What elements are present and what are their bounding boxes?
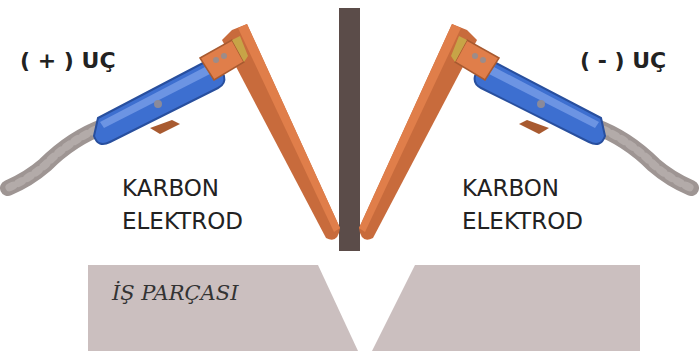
electrode-label: KARBON ELEKTROD: [462, 172, 632, 238]
polarity-label: ( + ) UÇ: [20, 48, 180, 74]
polarity-label: ( - ) UÇ: [580, 48, 695, 74]
workpiece-label: İŞ PARÇASI: [112, 281, 238, 305]
workpiece-shape: [88, 265, 358, 351]
workpiece: İŞ PARÇASI: [88, 265, 358, 351]
electrode-label: KARBON ELEKTROD: [122, 172, 292, 238]
